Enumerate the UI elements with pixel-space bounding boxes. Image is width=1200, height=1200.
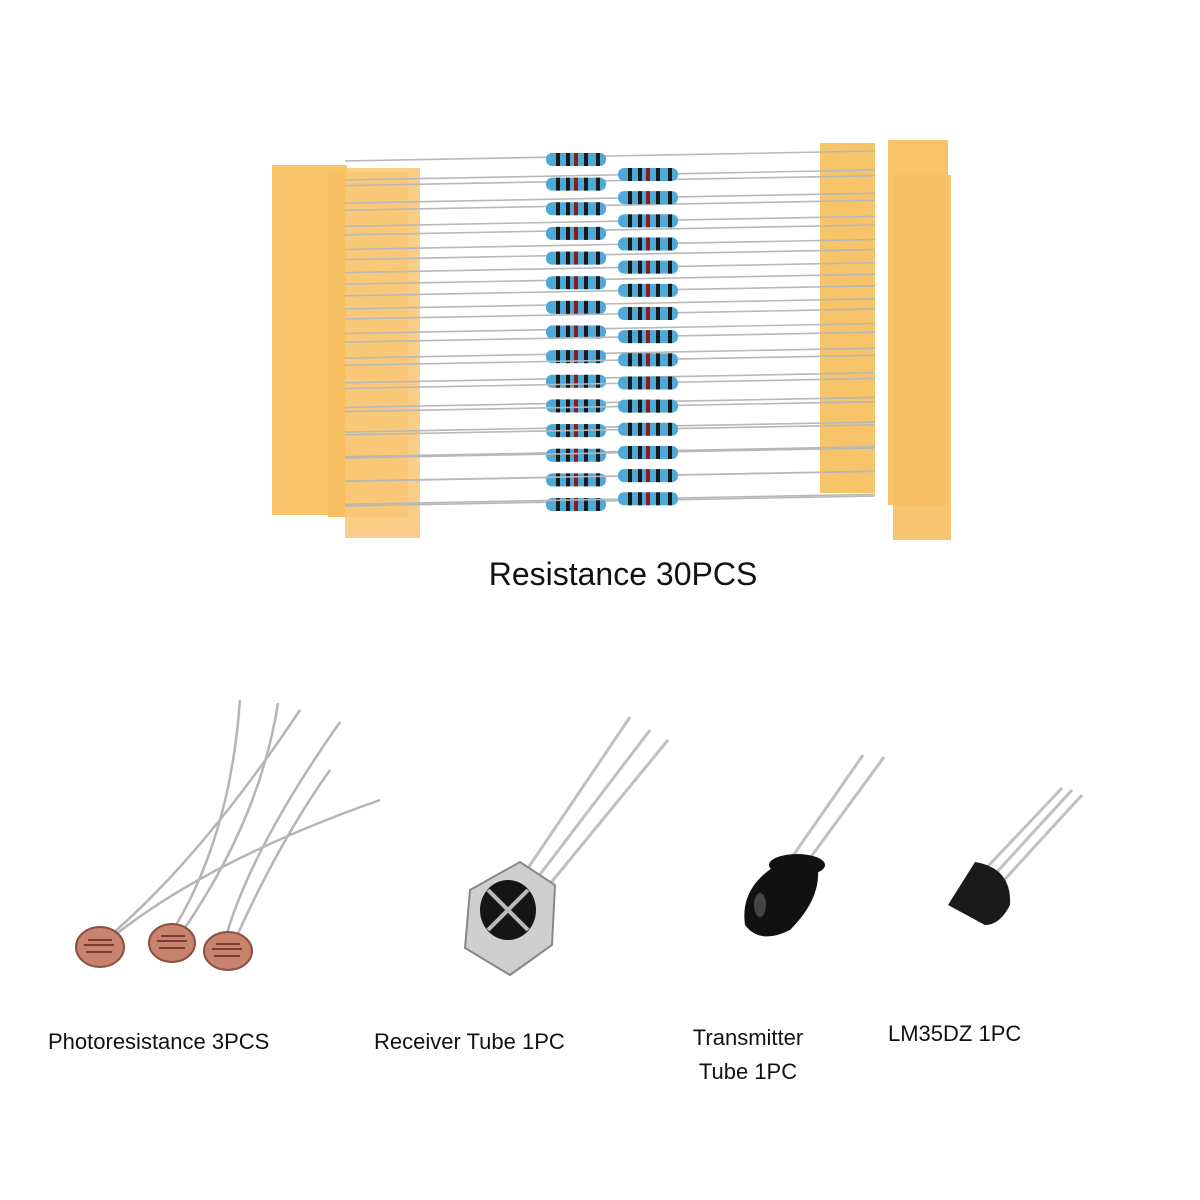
resistor [344, 347, 876, 364]
resistor [344, 273, 876, 290]
resistor [344, 322, 876, 339]
transmitter-leads [788, 754, 886, 866]
tape-left-3 [345, 168, 420, 538]
resistor [344, 168, 876, 181]
resistor [344, 237, 876, 251]
resistor [344, 492, 876, 506]
resistor [344, 422, 876, 436]
resistor [344, 283, 876, 297]
receiver-tube [463, 860, 557, 977]
resistor [344, 353, 876, 367]
photoresistor-1 [75, 926, 125, 968]
resistor [344, 248, 876, 265]
resistor [344, 298, 876, 314]
transmitter-led [744, 854, 825, 937]
resistor [344, 469, 876, 483]
photoresistor-2 [148, 923, 196, 963]
resistor [344, 495, 876, 511]
lm35-sensor [948, 862, 1011, 925]
transmitter-label-line2: Tube 1PC [698, 1059, 798, 1084]
resistor [344, 214, 876, 228]
resistor [344, 399, 876, 413]
resistor [344, 224, 876, 240]
photoresistor-leads [104, 699, 381, 941]
tape-right-3 [893, 175, 951, 540]
resistor [344, 445, 876, 462]
bottom-parts [75, 699, 1084, 977]
resistance-label: Resistance 30PCS [488, 556, 758, 592]
receiver-label: Receiver Tube 1PC [374, 1029, 565, 1054]
resistors [344, 150, 876, 511]
receiver-leads [518, 716, 670, 891]
resistor [344, 191, 876, 205]
photoresistor-3 [203, 931, 253, 971]
photoresistance-label: Photoresistance 3PCS [48, 1029, 270, 1054]
tape-right-1 [820, 143, 875, 493]
lm35-leads [973, 786, 1084, 892]
resistor [344, 306, 876, 320]
resistor [344, 396, 876, 413]
resistor [344, 174, 876, 191]
transmitter-label: Transmitter Tube 1PC [648, 1021, 848, 1089]
resistor [344, 445, 876, 459]
resistor [344, 199, 876, 216]
resistor [344, 330, 876, 344]
resistor [344, 376, 876, 390]
resistor [344, 150, 876, 166]
resistor [344, 260, 876, 274]
transmitter-label-line1: Transmitter [692, 1025, 804, 1050]
lm35-label: LM35DZ 1PC [888, 1021, 1022, 1046]
